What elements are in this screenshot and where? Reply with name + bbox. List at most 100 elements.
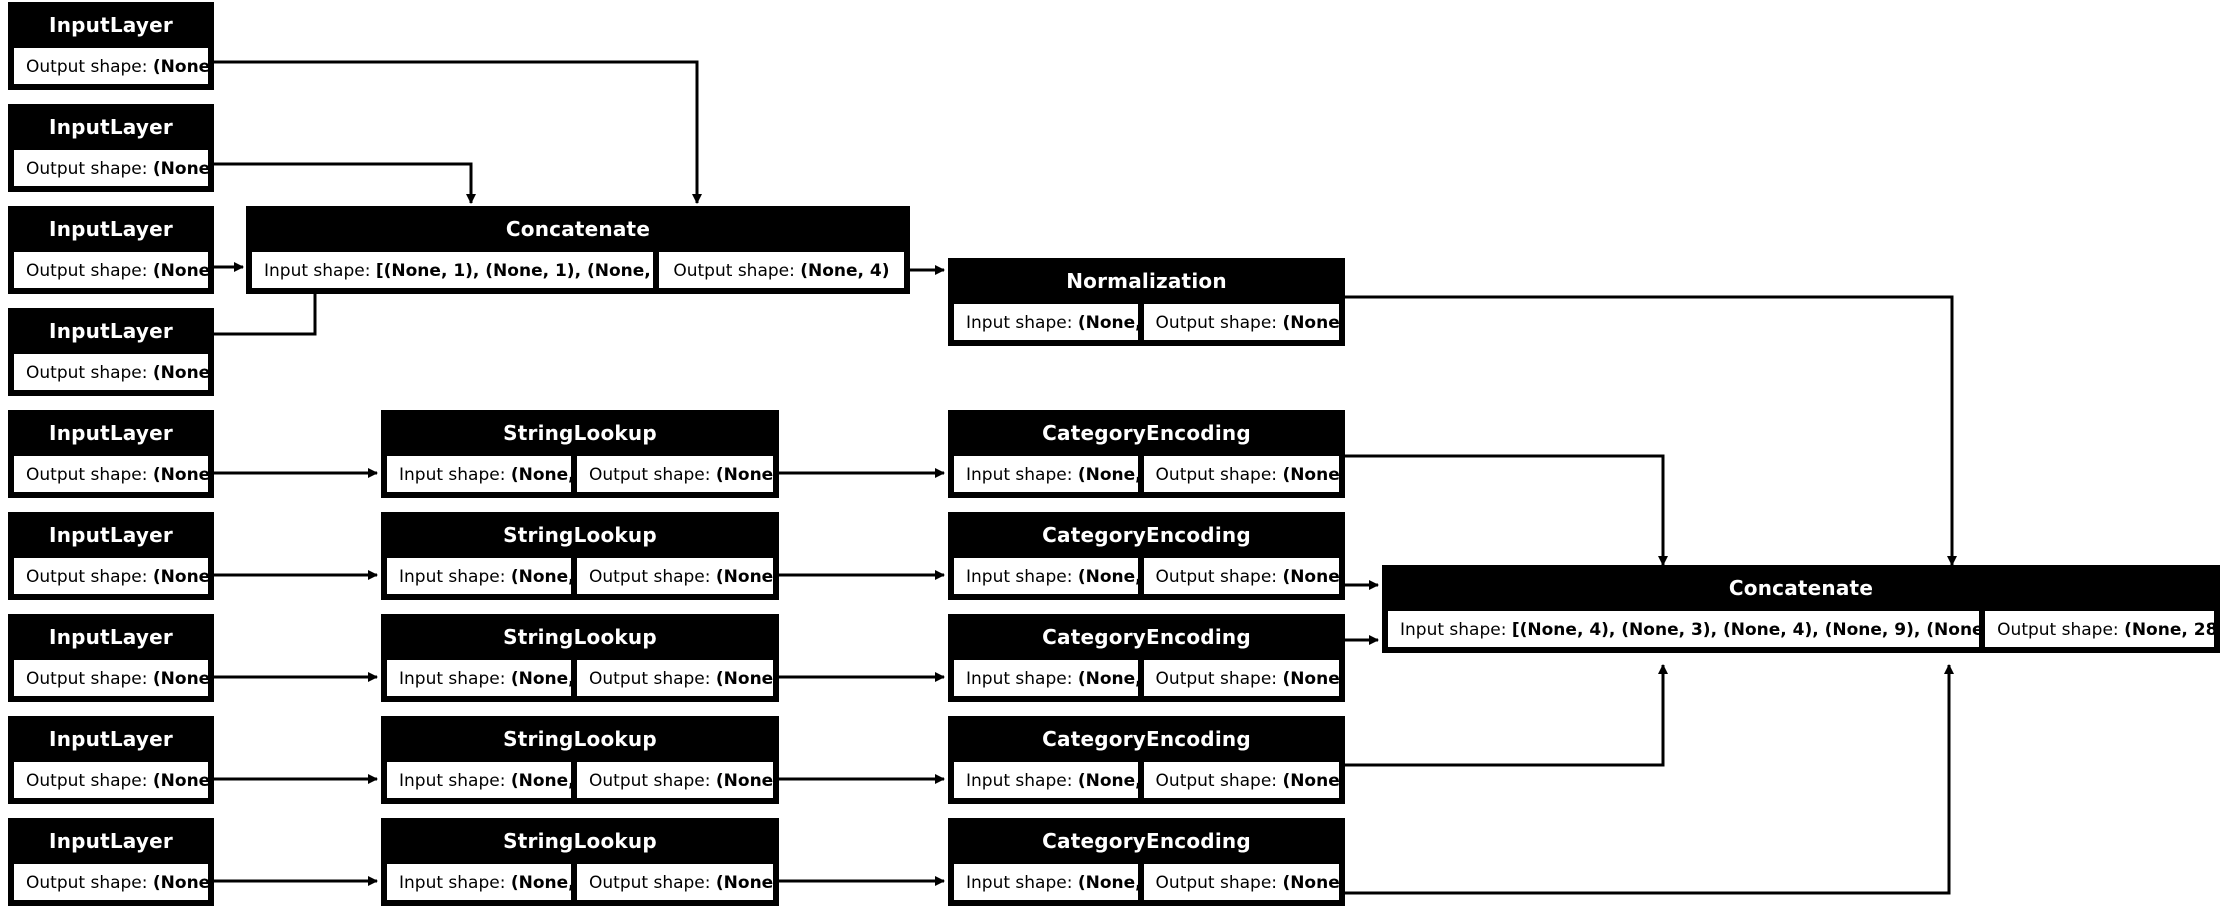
- input-shape-value: (None, 1): [510, 771, 573, 791]
- output-shape-label: Output shape:: [1155, 771, 1283, 791]
- node-body: Input shape: (None, 1) Output shape: (No…: [951, 759, 1342, 801]
- node-title: CategoryEncoding: [951, 719, 1342, 759]
- node-string-lookup-5[interactable]: StringLookup Input shape: (None, 1) Outp…: [381, 818, 779, 906]
- output-shape-cell: Output shape: (None, 1): [576, 659, 774, 697]
- input-shape-cell: Input shape: (None, 1): [386, 659, 573, 697]
- output-shape-cell: Output shape: (None, 1): [576, 863, 774, 901]
- output-shape-cell: Output shape: (None, 1): [13, 47, 209, 85]
- output-shape-value: (None, 4): [1282, 313, 1340, 333]
- node-concatenate-final[interactable]: Concatenate Input shape: [(None, 4), (No…: [1382, 565, 2220, 653]
- input-shape-label: Input shape:: [966, 669, 1078, 689]
- output-shape-label: Output shape:: [26, 159, 153, 179]
- output-shape-cell: Output shape: (None, 9): [1142, 659, 1340, 697]
- input-shape-value: (None, 1): [510, 669, 573, 689]
- output-shape-value: (None, 1): [715, 567, 774, 587]
- node-title: InputLayer: [11, 311, 211, 351]
- input-shape-cell: Input shape: (None, 1): [953, 659, 1139, 697]
- node-body: Input shape: (None, 1) Output shape: (No…: [384, 657, 776, 699]
- output-shape-cell: Output shape: (None, 5): [1142, 761, 1340, 799]
- input-shape-label: Input shape:: [966, 313, 1078, 333]
- output-shape-cell: Output shape: (None, 4): [657, 251, 905, 289]
- node-body: Input shape: (None, 1) Output shape: (No…: [951, 555, 1342, 597]
- output-shape-cell: Output shape: (None, 4): [1142, 557, 1340, 595]
- node-category-encoding-3[interactable]: CategoryEncoding Input shape: (None, 1) …: [948, 614, 1345, 702]
- input-shape-cell: Input shape: [(None, 1), (None, 1), (Non…: [251, 251, 654, 289]
- node-title: InputLayer: [11, 617, 211, 657]
- output-shape-value: (None, 28): [2124, 620, 2214, 640]
- node-category-encoding-5[interactable]: CategoryEncoding Input shape: (None, 1) …: [948, 818, 1345, 906]
- edge-encoding1-concat-final: [1345, 454, 1668, 566]
- node-input-layer-7[interactable]: InputLayer Output shape: (None, 1): [8, 614, 214, 702]
- input-shape-cell: Input shape: (None, 1): [953, 761, 1139, 799]
- output-shape-label: Output shape:: [26, 363, 153, 383]
- output-shape-value: (None, 9): [1282, 669, 1340, 689]
- output-shape-value: (None, 3): [1282, 873, 1340, 893]
- output-shape-label: Output shape:: [26, 669, 153, 689]
- output-shape-label: Output shape:: [589, 669, 716, 689]
- node-body: Input shape: [(None, 4), (None, 3), (Non…: [1385, 608, 2217, 650]
- node-body: Output shape: (None, 1): [11, 657, 211, 699]
- output-shape-cell: Output shape: (None, 4): [1142, 303, 1340, 341]
- node-title: CategoryEncoding: [951, 821, 1342, 861]
- node-title: CategoryEncoding: [951, 617, 1342, 657]
- node-body: Input shape: (None, 1) Output shape: (No…: [384, 759, 776, 801]
- node-body: Input shape: (None, 1) Output shape: (No…: [384, 453, 776, 495]
- node-title: StringLookup: [384, 821, 776, 861]
- input-shape-cell: Input shape: (None, 1): [386, 761, 573, 799]
- output-shape-value: (None, 1): [715, 465, 774, 485]
- output-shape-cell: Output shape: (None, 1): [13, 557, 209, 595]
- node-input-layer-8[interactable]: InputLayer Output shape: (None, 1): [8, 716, 214, 804]
- node-input-layer-5[interactable]: InputLayer Output shape: (None, 1): [8, 410, 214, 498]
- node-body: Output shape: (None, 1): [11, 759, 211, 801]
- node-string-lookup-3[interactable]: StringLookup Input shape: (None, 1) Outp…: [381, 614, 779, 702]
- input-shape-cell: Input shape: (None, 1): [953, 455, 1139, 493]
- node-category-encoding-4[interactable]: CategoryEncoding Input shape: (None, 1) …: [948, 716, 1345, 804]
- node-normalization[interactable]: Normalization Input shape: (None, 4) Out…: [948, 258, 1345, 346]
- node-input-layer-9[interactable]: InputLayer Output shape: (None, 1): [8, 818, 214, 906]
- input-shape-value: (None, 1): [510, 567, 573, 587]
- output-shape-cell: Output shape: (None, 1): [13, 149, 209, 187]
- output-shape-cell: Output shape: (None, 1): [13, 761, 209, 799]
- node-string-lookup-2[interactable]: StringLookup Input shape: (None, 1) Outp…: [381, 512, 779, 600]
- node-title: InputLayer: [11, 107, 211, 147]
- node-string-lookup-4[interactable]: StringLookup Input shape: (None, 1) Outp…: [381, 716, 779, 804]
- input-shape-value: (None, 1): [1077, 669, 1139, 689]
- node-title: InputLayer: [11, 209, 211, 249]
- node-concatenate-numeric[interactable]: Concatenate Input shape: [(None, 1), (No…: [246, 206, 910, 294]
- input-shape-label: Input shape:: [966, 873, 1078, 893]
- node-body: Output shape: (None, 1): [11, 861, 211, 903]
- input-shape-label: Input shape:: [966, 567, 1078, 587]
- output-shape-value: (None, 5): [1282, 771, 1340, 791]
- output-shape-label: Output shape:: [26, 771, 153, 791]
- node-title: InputLayer: [11, 719, 211, 759]
- node-category-encoding-2[interactable]: CategoryEncoding Input shape: (None, 1) …: [948, 512, 1345, 600]
- input-shape-cell: Input shape: (None, 1): [953, 557, 1139, 595]
- output-shape-label: Output shape:: [589, 567, 716, 587]
- node-body: Input shape: [(None, 1), (None, 1), (Non…: [249, 249, 907, 291]
- node-input-layer-6[interactable]: InputLayer Output shape: (None, 1): [8, 512, 214, 600]
- input-shape-value: [(None, 4), (None, 3), (None, 4), (None,…: [1511, 620, 1979, 640]
- output-shape-label: Output shape:: [589, 873, 716, 893]
- output-shape-value: (None, 1): [152, 159, 208, 179]
- output-shape-value: (None, 1): [152, 873, 208, 893]
- node-body: Output shape: (None, 1): [11, 453, 211, 495]
- input-shape-cell: Input shape: (None, 1): [386, 455, 573, 493]
- node-string-lookup-1[interactable]: StringLookup Input shape: (None, 1) Outp…: [381, 410, 779, 498]
- output-shape-cell: Output shape: (None, 1): [13, 251, 209, 289]
- output-shape-label: Output shape:: [1997, 620, 2125, 640]
- output-shape-label: Output shape:: [1155, 873, 1283, 893]
- node-input-layer-3[interactable]: InputLayer Output shape: (None, 1): [8, 206, 214, 294]
- node-title: CategoryEncoding: [951, 413, 1342, 453]
- input-shape-value: (None, 1): [1077, 873, 1139, 893]
- node-title: CategoryEncoding: [951, 515, 1342, 555]
- input-shape-value: (None, 1): [510, 465, 573, 485]
- node-input-layer-4[interactable]: InputLayer Output shape: (None, 1): [8, 308, 214, 396]
- output-shape-label: Output shape:: [26, 57, 153, 77]
- output-shape-label: Output shape:: [1155, 465, 1283, 485]
- node-input-layer-2[interactable]: InputLayer Output shape: (None, 1): [8, 104, 214, 192]
- node-input-layer-1[interactable]: InputLayer Output shape: (None, 1): [8, 2, 214, 90]
- node-title: Concatenate: [1385, 568, 2217, 608]
- output-shape-label: Output shape:: [26, 873, 153, 893]
- node-category-encoding-1[interactable]: CategoryEncoding Input shape: (None, 1) …: [948, 410, 1345, 498]
- output-shape-label: Output shape:: [1155, 669, 1283, 689]
